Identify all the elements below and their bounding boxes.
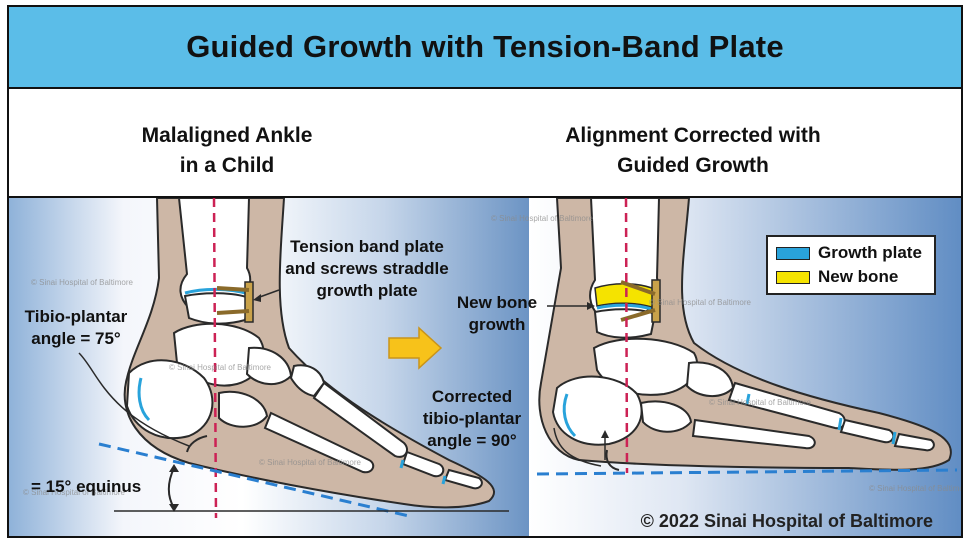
corrected-angle-label: Corrected tibio-plantar angle = 90°: [409, 386, 535, 452]
right-heading-line1: Alignment Corrected with: [483, 121, 903, 151]
corrected-label-line2: tibio-plantar: [409, 408, 535, 430]
tibio-label-line1: Tibio-plantar: [11, 306, 141, 328]
illustration-panel: © Sinai Hospital of Baltimore © Sinai Ho…: [9, 198, 961, 538]
watermark: © Sinai Hospital of Baltimore: [649, 298, 751, 307]
right-heading: Alignment Corrected with Guided Growth: [483, 121, 903, 181]
left-screw-1: [217, 288, 249, 290]
left-heading-line1: Malaligned Ankle: [17, 121, 437, 151]
corrected-label-line1: Corrected: [409, 386, 535, 408]
watermark: © Sinai Hospital of Baltimore: [491, 214, 593, 223]
legend-label-new-bone: New bone: [818, 267, 898, 287]
watermark: © Sinai Hospital of Baltimore: [169, 363, 271, 372]
corrected-label-line3: angle = 90°: [409, 430, 535, 452]
plate-label-line2: and screws straddle: [277, 258, 457, 280]
left-heading-line2: in a Child: [17, 151, 437, 181]
legend-label-growth-plate: Growth plate: [818, 243, 922, 263]
right-heading-line2: Guided Growth: [483, 151, 903, 181]
equinus-label: = 15° equinus: [31, 476, 171, 498]
new-bone-swatch: [776, 271, 810, 284]
diagram-title: Guided Growth with Tension-Band Plate: [186, 29, 784, 65]
plate-label: Tension band plate and screws straddle g…: [277, 236, 457, 302]
watermark: © Sinai Hospital of Baltimore: [709, 398, 811, 407]
column-headings: Malaligned Ankle in a Child Alignment Co…: [9, 89, 961, 198]
tibio-plantar-label: Tibio-plantar angle = 75°: [11, 306, 141, 350]
new-bone-label-line1: New bone: [447, 292, 547, 314]
copyright: © 2022 Sinai Hospital of Baltimore: [641, 511, 933, 532]
legend: Growth plate New bone: [766, 235, 936, 295]
watermark: © Sinai Hospital of Baltimore: [31, 278, 133, 287]
diagram-frame: Guided Growth with Tension-Band Plate Ma…: [7, 5, 963, 538]
new-bone-label-line2: growth: [447, 314, 547, 336]
legend-item-growth-plate: Growth plate: [776, 241, 926, 265]
growth-plate-swatch: [776, 247, 810, 260]
right-calcaneus: [553, 377, 642, 445]
new-bone-label: New bone growth: [447, 292, 547, 336]
title-bar: Guided Growth with Tension-Band Plate: [9, 7, 961, 89]
watermark: © Sinai Hospital of Baltimore: [259, 458, 361, 467]
left-epiphysis: [185, 293, 249, 323]
plate-label-line1: Tension band plate: [277, 236, 457, 258]
watermark: © Sinai Hospital of Baltimore: [869, 484, 963, 493]
left-heading: Malaligned Ankle in a Child: [17, 121, 437, 181]
legend-item-new-bone: New bone: [776, 265, 926, 289]
plate-label-line3: growth plate: [277, 280, 457, 302]
tibio-label-line2: angle = 75°: [11, 328, 141, 350]
left-screw-2: [217, 311, 249, 313]
